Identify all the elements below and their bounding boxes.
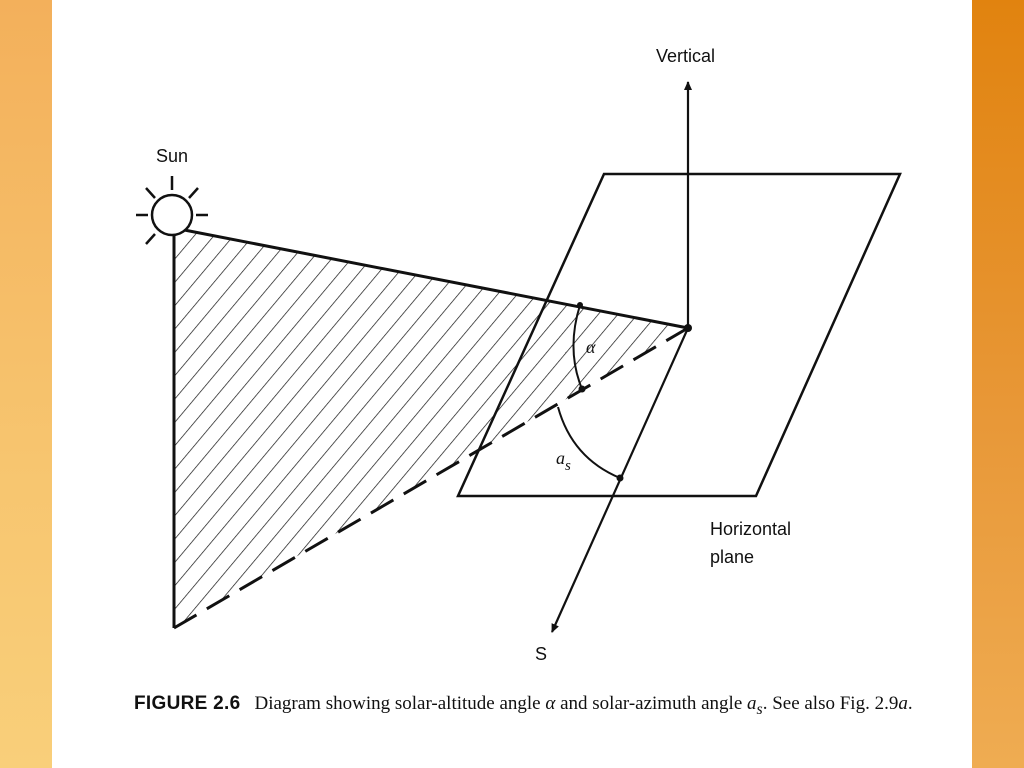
altitude-angle-arc (572, 304, 583, 390)
sun-label: Sun (156, 146, 188, 166)
sun-ray-line (173, 226, 689, 330)
hatched-triangle (174, 228, 688, 628)
azimuth-label-sub: s (565, 458, 571, 474)
projection-line (173, 326, 689, 630)
caption-azimuth: as (747, 693, 763, 718)
caption-text-1: Diagram showing solar-altitude angle (254, 693, 546, 714)
azimuth-label-base: a (556, 448, 565, 468)
azimuth-arc-end (616, 474, 624, 482)
altitude-arc-end-bottom (578, 385, 586, 393)
caption-azimuth-base: a (747, 693, 757, 714)
caption-fig-ref-letter: a (898, 693, 908, 714)
sun-icon (136, 176, 208, 245)
azimuth-angle-arc (557, 406, 621, 479)
figure-caption: FIGURE 2.6 Diagram showing solar-altitude… (134, 690, 934, 724)
vertical-label: Vertical (656, 46, 715, 66)
altitude-arc-end-top (577, 302, 583, 308)
origin-point (684, 324, 692, 332)
figure-number: FIGURE 2.6 (134, 693, 241, 714)
caption-azimuth-sub: s (756, 700, 763, 718)
left-frame-bar (0, 0, 52, 768)
horizontal-plane-label-2: plane (710, 547, 754, 567)
alpha-label: α (586, 337, 596, 357)
caption-text-3: . See also Fig. 2.9 (762, 693, 899, 714)
right-frame-bar (972, 0, 1024, 768)
caption-alpha: α (545, 693, 556, 714)
south-label: S (535, 644, 547, 664)
azimuth-label: as (556, 448, 571, 474)
horizontal-plane-label-1: Horizontal (710, 519, 791, 539)
caption-text-4: . (907, 693, 913, 714)
caption-text-2: and solar-azimuth angle (555, 693, 748, 714)
